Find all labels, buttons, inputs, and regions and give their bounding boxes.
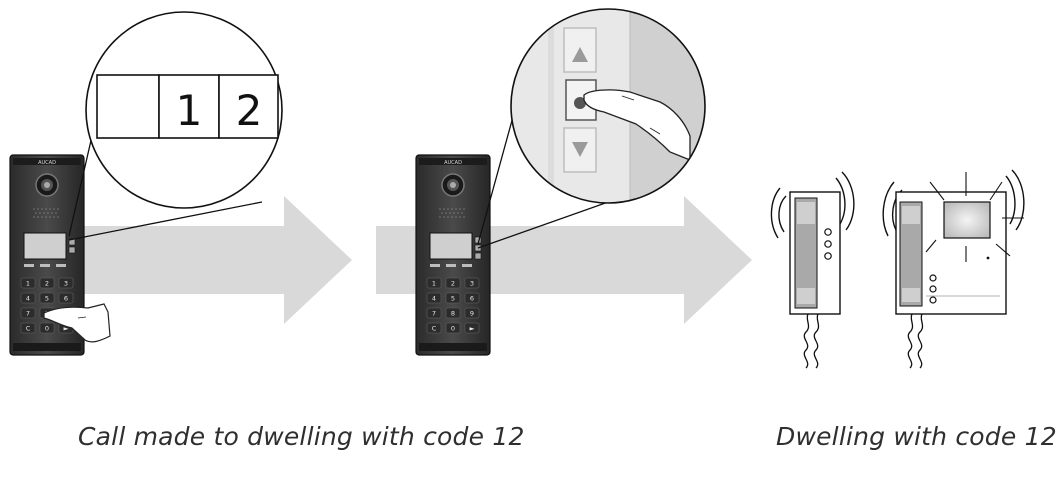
magnifier-button-closeup	[510, 8, 706, 204]
keypad-key-label: 0	[45, 325, 49, 333]
keypad-key-label: C	[26, 325, 31, 333]
speaker-grille	[33, 208, 59, 218]
keypad-key	[39, 292, 55, 304]
caption-call-made: Call made to dwelling with code 12	[78, 422, 525, 451]
keypad-key	[58, 292, 74, 304]
keypad-key-label: 4	[432, 295, 436, 303]
speaker-grille	[439, 208, 465, 218]
keypad-key	[445, 277, 461, 289]
keypad-key	[464, 292, 480, 304]
keypad-key	[20, 277, 36, 289]
keypad-key-label: C	[432, 325, 437, 333]
ringing-video-monitor	[882, 169, 1025, 369]
keypad-key-label: 2	[45, 280, 49, 288]
keypad-key	[39, 277, 55, 289]
magnifier-display-closeup: 1 2	[85, 11, 283, 209]
camera-lens-icon	[35, 173, 59, 197]
keypad-key-label: 7	[432, 310, 436, 318]
keypad-key-label: 5	[45, 295, 49, 303]
keypad-key	[426, 292, 442, 304]
keypad-key-label: ►	[64, 325, 69, 333]
display-digit-2: 1	[176, 86, 203, 135]
keypad-key-label: 0	[451, 325, 455, 333]
keypad-key-label: 1	[432, 280, 436, 288]
keypad-key-label: 6	[470, 295, 474, 303]
keypad-key	[445, 307, 461, 319]
display-digit-3: 2	[236, 86, 263, 135]
keypad-key	[426, 277, 442, 289]
monitor-screen	[925, 172, 1024, 262]
pressing-finger	[43, 303, 111, 343]
pressing-finger	[583, 89, 691, 161]
keypad-key-label: 3	[64, 280, 68, 288]
flow-arrow-1	[80, 196, 352, 324]
keypad-key	[426, 307, 442, 319]
brand-label: AUCAD	[38, 160, 56, 166]
keypad-key	[426, 322, 442, 334]
circle-dot-icon	[574, 97, 586, 109]
keypad-key	[20, 322, 36, 334]
brand-label: AUCAD	[444, 160, 462, 166]
triangle-down-icon	[572, 142, 588, 157]
lcd-display	[23, 232, 67, 260]
keypad-key-label: 1	[26, 280, 30, 288]
keypad-key	[20, 307, 36, 319]
keypad: 1 2 3 4 5 6 7 8 9C 0 ►	[426, 277, 480, 334]
keypad-key	[464, 307, 480, 319]
digit-box-3	[218, 74, 279, 139]
keypad-key-label: 4	[26, 295, 30, 303]
door-entry-panel-center: AUCAD 1 2 3 4 5 6 7 8 9C 0 ►	[415, 154, 491, 356]
keypad-key-label: 2	[451, 280, 455, 288]
triangle-up-icon	[572, 47, 588, 62]
keypad-key	[58, 277, 74, 289]
keypad-key	[464, 322, 480, 334]
keypad-key	[445, 292, 461, 304]
keypad-key	[39, 322, 55, 334]
keypad-key	[464, 277, 480, 289]
keypad-key-label: 3	[470, 280, 474, 288]
digit-box-1	[96, 74, 160, 139]
keypad-key-label: 7	[26, 310, 30, 318]
keypad-key	[445, 322, 461, 334]
ringing-handset-phone	[770, 171, 855, 369]
lcd-display	[429, 232, 473, 260]
keypad-key-label: 6	[64, 295, 68, 303]
keypad-key-label: 5	[451, 295, 455, 303]
keypad-key-label: 9	[470, 310, 474, 318]
keypad-key-label: ►	[470, 325, 475, 333]
keypad-key-label: 8	[451, 310, 455, 318]
keypad-key	[20, 292, 36, 304]
digit-box-2	[158, 74, 220, 139]
camera-lens-icon	[441, 173, 465, 197]
caption-dwelling: Dwelling with code 12	[776, 422, 1056, 451]
